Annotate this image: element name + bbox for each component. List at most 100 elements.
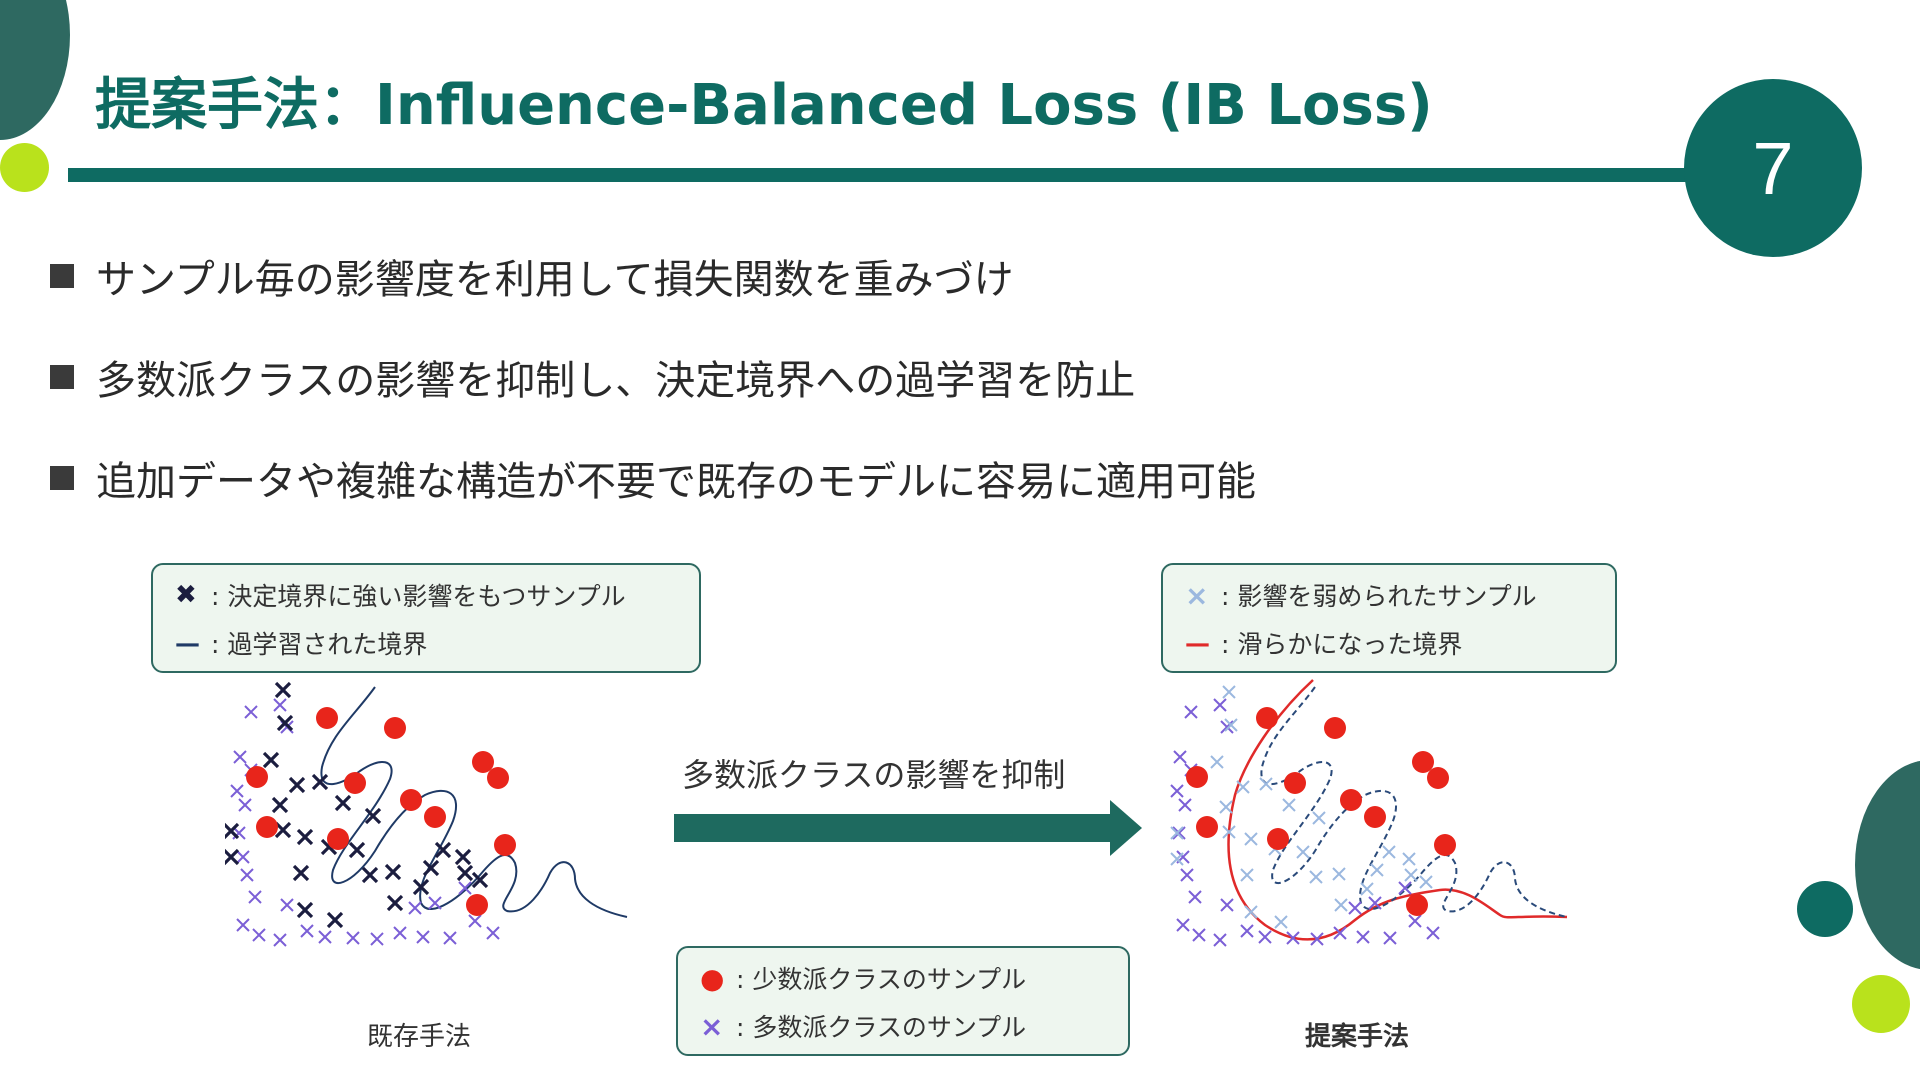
minority-dot (487, 767, 509, 789)
cross-marker (1170, 784, 1184, 798)
cross-marker (1404, 868, 1418, 882)
cross-marker (1213, 698, 1227, 712)
cross-marker (1170, 826, 1184, 840)
cross-marker (292, 864, 310, 882)
legend-proposed-method: × : 影響を弱められたサンプル — : 滑らかになった境界 (1161, 563, 1617, 673)
cross-marker (458, 881, 472, 895)
influential-sample-icon: ✖ (175, 580, 197, 610)
right-arrow-icon (674, 800, 1142, 856)
page-number-badge: 7 (1684, 79, 1862, 257)
cross-marker (1296, 845, 1310, 859)
legend-text: : 決定境界に強い影響をもつサンプル (211, 582, 626, 611)
cross-marker (225, 822, 240, 840)
minority-dot (344, 772, 366, 794)
cross-marker (318, 930, 332, 944)
legend-row-influential: ✖ : 決定境界に強い影響をもつサンプル (175, 577, 626, 613)
legend-row-minority: ● : 少数派クラスのサンプル (700, 960, 1026, 996)
cross-marker (1220, 898, 1234, 912)
legend-text: : 滑らかになった境界 (1221, 630, 1463, 659)
cross-marker (273, 698, 287, 712)
cross-marker (1402, 852, 1416, 866)
cross-marker (361, 866, 379, 884)
cross-marker (1408, 914, 1422, 928)
overfit-boundary-line-icon: — (175, 628, 200, 658)
cross-marker (233, 750, 247, 764)
cross-marker (1210, 755, 1224, 769)
cross-marker (1368, 896, 1382, 910)
cross-marker (1244, 905, 1258, 919)
dashed-boundary-line (1260, 686, 1568, 918)
cross-marker (428, 896, 442, 910)
cross-marker (273, 933, 287, 947)
cross-marker (244, 705, 258, 719)
legend-row-weakened: × : 影響を弱められたサンプル (1185, 577, 1537, 613)
minority-dot (1324, 717, 1346, 739)
minority-dot (1364, 806, 1386, 828)
cross-marker (1222, 825, 1236, 839)
title-underline (68, 168, 1708, 182)
minority-dot (1196, 816, 1218, 838)
decor-dot-lime-left (0, 143, 49, 192)
cross-marker (1334, 898, 1348, 912)
legend-text: : 過学習された境界 (211, 630, 428, 659)
legend-existing-method: ✖ : 決定境界に強い影響をもつサンプル — : 過学習された境界 (151, 563, 701, 673)
minority-dot (1186, 766, 1208, 788)
decor-circle-right (1855, 760, 1920, 970)
cross-marker (412, 878, 430, 896)
minority-dot (1412, 751, 1434, 773)
cross-marker (262, 751, 280, 769)
cross-marker (1178, 798, 1192, 812)
cross-marker (1219, 800, 1233, 814)
legend-text: : 影響を弱められたサンプル (1221, 582, 1537, 611)
cross-marker (422, 859, 440, 877)
cross-marker (1176, 918, 1190, 932)
minority-dot (1284, 772, 1306, 794)
cross-marker (1180, 868, 1194, 882)
decor-circle-top-left (0, 0, 70, 140)
cross-marker (416, 930, 430, 944)
cross-marker (1258, 930, 1272, 944)
bullet-square-icon (50, 264, 74, 288)
legend-classes: ● : 少数派クラスのサンプル × : 多数派クラスのサンプル (676, 946, 1130, 1056)
cross-marker (334, 794, 352, 812)
sample-points (225, 681, 516, 947)
cross-marker (326, 911, 344, 929)
minority-sample-icon: ● (700, 961, 725, 995)
cross-marker (236, 918, 250, 932)
cross-marker (386, 894, 404, 912)
legend-row-smooth-boundary: — : 滑らかになった境界 (1185, 625, 1462, 661)
cross-marker (1426, 926, 1440, 940)
cross-marker (225, 848, 240, 866)
cross-marker (1360, 882, 1374, 896)
minority-dot (1267, 828, 1289, 850)
cross-marker (370, 932, 384, 946)
cross-marker (408, 901, 422, 915)
weakened-sample-icon: × (1185, 578, 1209, 612)
cross-marker (1286, 931, 1300, 945)
cross-marker (1172, 826, 1186, 840)
cross-marker (1220, 720, 1234, 734)
cross-marker (1310, 932, 1324, 946)
cross-marker (230, 784, 244, 798)
cross-marker (1236, 780, 1250, 794)
cross-marker (1244, 832, 1258, 846)
smooth-boundary-line (1227, 679, 1568, 941)
decor-dot-teal-right (1797, 881, 1853, 937)
cross-marker (456, 864, 474, 882)
sample-points (1170, 685, 1456, 947)
cross-marker (1240, 868, 1254, 882)
cross-marker (384, 863, 402, 881)
minority-dot (400, 789, 422, 811)
cross-marker (1419, 875, 1433, 889)
cross-marker (364, 807, 382, 825)
bullet-square-icon (50, 466, 74, 490)
cross-marker (1188, 890, 1202, 904)
cross-marker (280, 898, 294, 912)
cross-marker (1192, 928, 1206, 942)
minority-dot (1434, 834, 1456, 856)
minority-dot (424, 806, 446, 828)
minority-dot (1406, 894, 1428, 916)
cross-marker (1398, 881, 1412, 895)
minority-dot (494, 834, 516, 856)
bullet-item: 追加データや複雑な構造が不要で既存のモデルに容易に適用可能 (50, 449, 1256, 507)
